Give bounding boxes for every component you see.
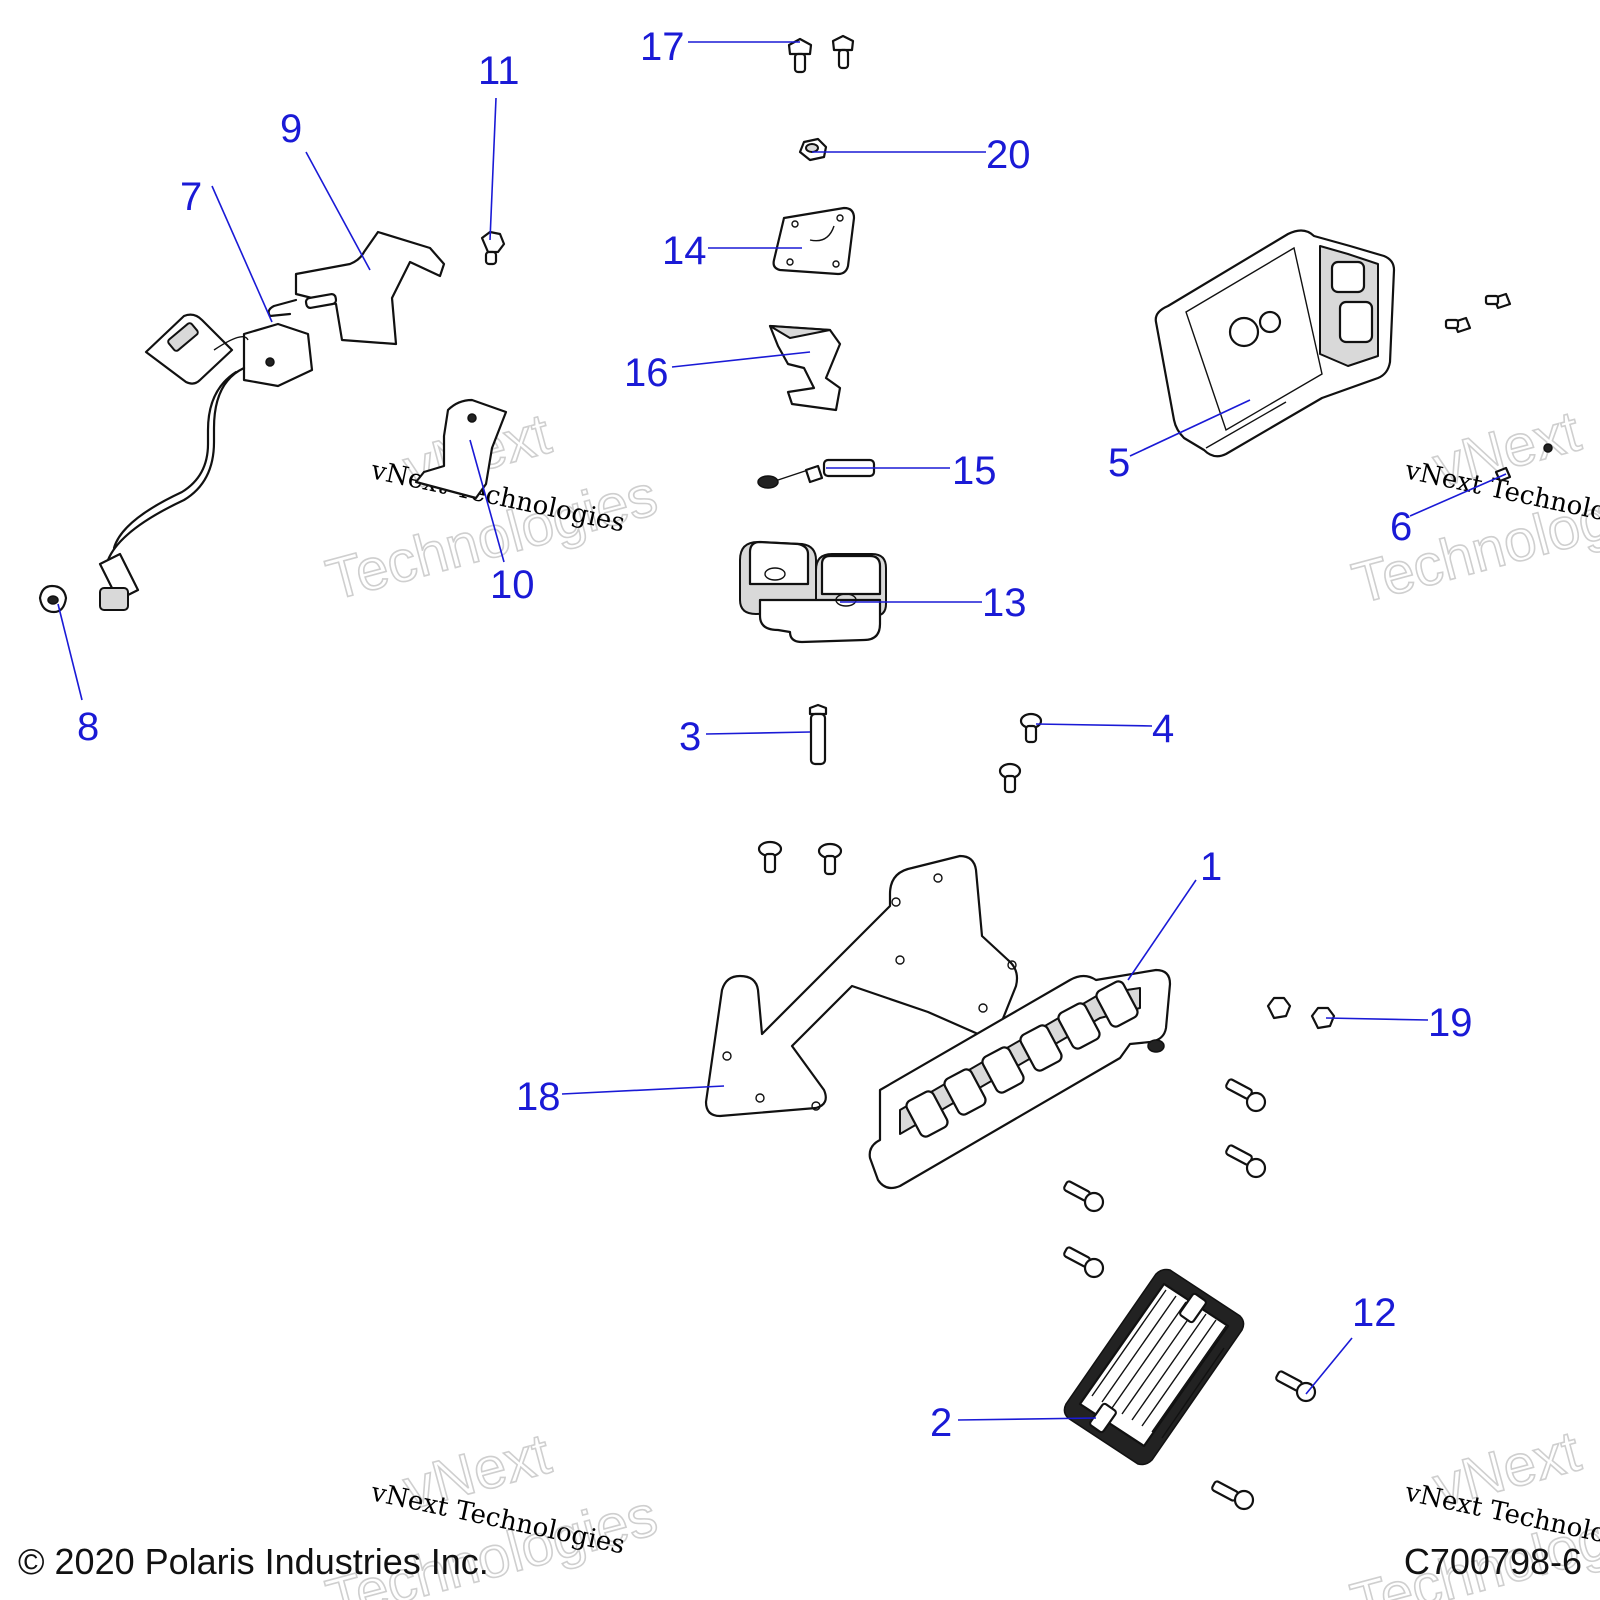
screws-4 — [998, 712, 1043, 794]
flange-bolt-12 — [1275, 1370, 1317, 1403]
plate-14 — [772, 206, 856, 276]
leader-6 — [1409, 473, 1507, 517]
leader-9 — [305, 151, 371, 271]
leader-11 — [489, 97, 497, 241]
callout-17: 17 — [640, 25, 685, 69]
harness-module-7 — [98, 313, 314, 611]
nut-20 — [798, 137, 828, 162]
bracket-screws — [757, 840, 843, 876]
callout-8: 8 — [77, 705, 99, 749]
nuts-19 — [1266, 996, 1336, 1030]
ignition-coil-13 — [739, 540, 887, 644]
leader-18 — [561, 1085, 725, 1095]
leader-5 — [1129, 399, 1251, 457]
callout-labels: 17 20 14 16 15 13 3 4 18 1 19 12 2 5 6 7… — [77, 25, 1473, 1445]
callout-6: 6 — [1390, 505, 1412, 549]
leader-4 — [1035, 723, 1153, 727]
sensor-15 — [757, 458, 876, 489]
mounting-bracket-18 — [704, 854, 1019, 1118]
callout-11: 11 — [478, 49, 520, 93]
leader-1 — [1127, 879, 1197, 981]
fuse-relay-block-1 — [868, 968, 1172, 1190]
copyright-notice: © 2020 Polaris Industries Inc. — [18, 1541, 489, 1582]
leader-12 — [1305, 1337, 1353, 1395]
voltage-regulator-2 — [1063, 1268, 1245, 1466]
cooling-fins — [1091, 1289, 1227, 1439]
callout-19: 19 — [1428, 1001, 1473, 1045]
leader-19 — [1325, 1017, 1429, 1021]
leader-10 — [469, 439, 505, 563]
callout-18: 18 — [516, 1075, 561, 1119]
leader-8 — [57, 603, 83, 701]
watermark-right: vNext Technologies vNext Technologies — [1345, 398, 1600, 618]
leader-16 — [671, 351, 811, 368]
callout-16: 16 — [624, 351, 669, 395]
leader-2 — [957, 1417, 1097, 1421]
callout-7: 7 — [180, 175, 202, 219]
callout-9: 9 — [280, 107, 302, 151]
ecu-module-5 — [1154, 229, 1396, 458]
leader-lines — [57, 41, 1507, 1421]
flange-bolts — [1063, 1078, 1267, 1511]
callout-1: 1 — [1200, 845, 1222, 889]
callout-10: 10 — [490, 563, 535, 607]
bracket-10 — [414, 398, 508, 500]
callout-12: 12 — [1352, 1291, 1397, 1335]
drawing-number: C700798-6 — [1403, 1541, 1582, 1582]
long-bolt-3 — [808, 703, 828, 766]
callout-5: 5 — [1108, 441, 1130, 485]
relay-slots — [905, 980, 1139, 1138]
callout-2: 2 — [930, 1401, 952, 1445]
bracket-16 — [768, 324, 842, 412]
grommet-8 — [38, 584, 68, 614]
bracket-9 — [267, 230, 446, 346]
leader-7 — [211, 185, 273, 323]
callout-14: 14 — [662, 229, 707, 273]
callout-20: 20 — [986, 133, 1031, 177]
bolt-11 — [480, 230, 506, 266]
callout-4: 4 — [1152, 707, 1174, 751]
leader-3 — [705, 731, 811, 735]
callout-15: 15 — [952, 449, 997, 493]
callout-3: 3 — [679, 715, 701, 759]
callout-13: 13 — [982, 581, 1027, 625]
